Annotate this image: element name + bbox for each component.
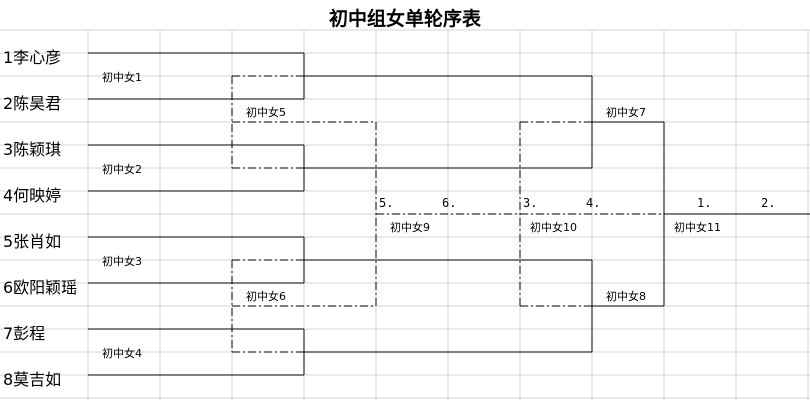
player-1: 1李心彦 (3, 48, 62, 67)
sheet-title: 初中组女单轮序表 (328, 8, 481, 30)
match-label-6: 初中女6 (246, 290, 286, 303)
player-2: 2陈昊君 (3, 94, 62, 113)
match-label-9: 初中女9 (390, 221, 430, 234)
match-label-3: 初中女3 (102, 255, 142, 268)
match-label-4: 初中女4 (102, 347, 142, 360)
match-label-1: 初中女1 (102, 71, 142, 84)
match-label-7: 初中女7 (606, 106, 646, 119)
match-label-10: 初中女10 (530, 221, 577, 234)
slot-1: 1. (697, 196, 712, 210)
bracket-dashed (231, 75, 664, 353)
slot-5: 5. (379, 196, 394, 210)
match-label-11: 初中女11 (674, 221, 721, 234)
bracket-solid (88, 52, 810, 376)
player-6: 6欧阳颖瑶 (3, 278, 78, 297)
match-label-2: 初中女2 (102, 163, 142, 176)
player-4: 4何映婷 (3, 186, 62, 205)
match-label-5: 初中女5 (246, 106, 286, 119)
player-3: 3陈颖琪 (3, 140, 62, 159)
slot-3: 3. (523, 196, 538, 210)
player-5: 5张肖如 (3, 232, 62, 251)
match-label-8: 初中女8 (606, 290, 646, 303)
player-7: 7彭程 (3, 324, 46, 343)
slot-6: 6. (442, 196, 457, 210)
slot-4: 4. (586, 196, 601, 210)
slot-2: 2. (761, 196, 776, 210)
player-8: 8莫吉如 (3, 370, 62, 389)
